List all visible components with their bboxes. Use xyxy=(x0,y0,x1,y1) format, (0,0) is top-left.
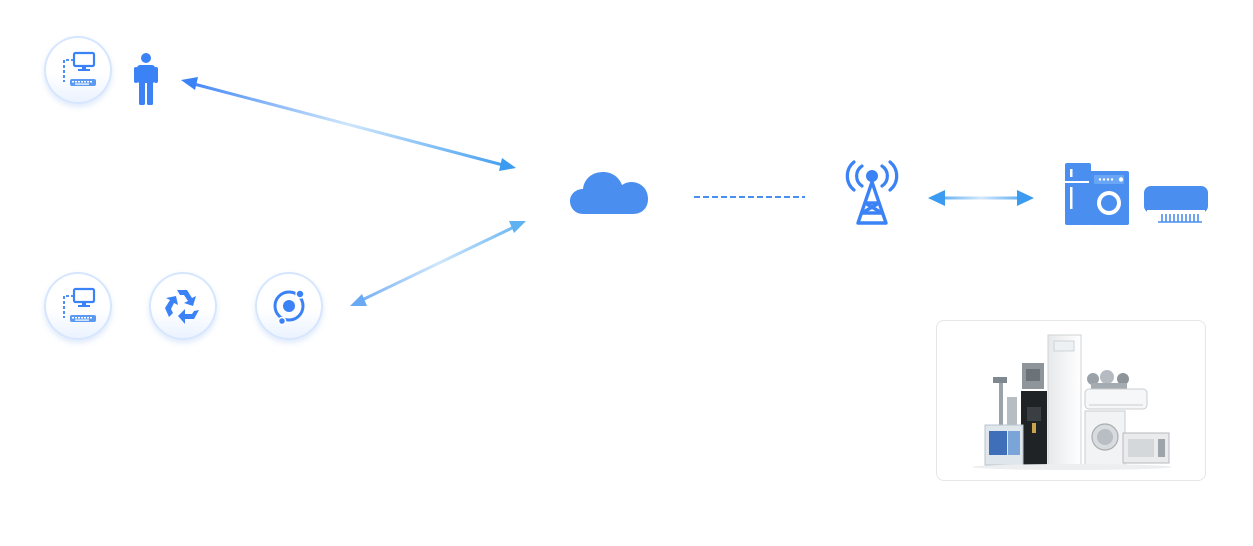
washing-machine-icon xyxy=(1089,171,1129,225)
person-icon xyxy=(134,53,158,105)
product-photo-card xyxy=(936,320,1206,481)
cloud-icon xyxy=(570,172,648,214)
arrowhead-left xyxy=(350,294,367,306)
edge-client-bottom-cloud xyxy=(350,221,526,306)
air-conditioner-icon xyxy=(1144,186,1208,223)
arrowhead-left xyxy=(928,190,945,206)
arrowhead-left xyxy=(181,77,198,90)
appliance-collection-image xyxy=(972,334,1172,470)
recycle-icon xyxy=(165,290,199,324)
signal-tower-icon xyxy=(845,160,899,225)
arrowhead-right xyxy=(509,221,526,233)
computer-badge-bottom xyxy=(44,272,112,340)
arrowhead-right xyxy=(1017,190,1034,206)
computer-icon xyxy=(63,51,96,86)
computer-icon xyxy=(63,287,96,322)
fridge-icon xyxy=(1065,163,1091,225)
edge-client-top-cloud xyxy=(181,77,516,171)
computer-badge-top xyxy=(44,36,112,104)
edge-tower-appliances xyxy=(928,190,1034,206)
target-badge xyxy=(255,272,323,340)
target-icon xyxy=(273,289,305,326)
arrowhead-right xyxy=(499,158,516,171)
fridge-washer-icon xyxy=(1065,163,1129,225)
recycle-badge xyxy=(149,272,217,340)
